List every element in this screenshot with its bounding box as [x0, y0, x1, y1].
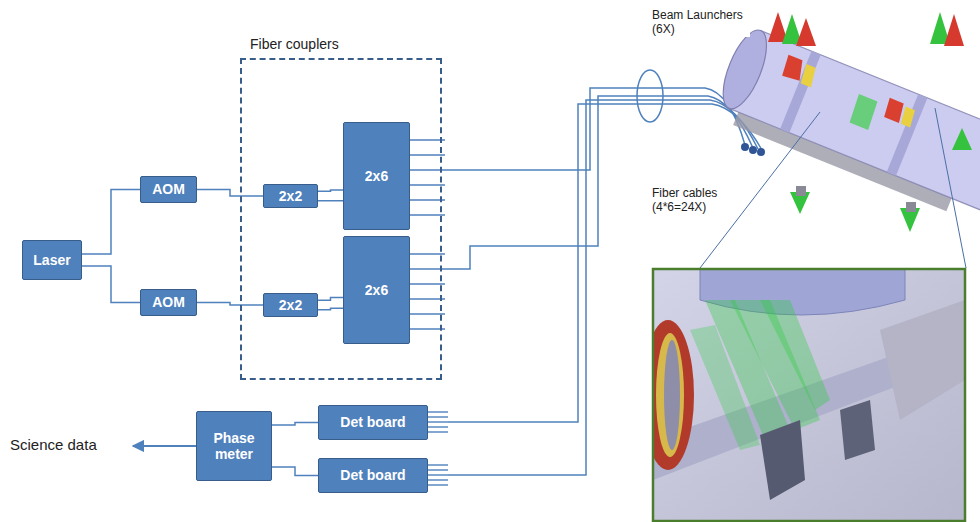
inset-view [840, 400, 875, 460]
detector-board-box: Det board [318, 458, 428, 493]
fiber-stub [410, 214, 445, 215]
aom-box: AOM [140, 289, 197, 316]
fiber-connector-line [272, 467, 318, 476]
fiber-connector-line [82, 266, 140, 303]
node-text: 2x6 [365, 168, 388, 184]
fiber-stub [410, 154, 445, 155]
node-text: Det board [340, 414, 405, 430]
fiber-stub [428, 431, 448, 432]
fiber-connector-line [318, 298, 343, 310]
node-text: 2x2 [279, 188, 302, 204]
inset-view [656, 333, 684, 457]
beam-launcher [796, 18, 816, 46]
inset-view [653, 269, 965, 521]
fiber-stub [410, 139, 445, 140]
inset-view [760, 300, 830, 410]
coupler-box: 2x6 [343, 122, 410, 230]
node-text: Det board [340, 467, 405, 483]
fiber-connector-line [318, 190, 343, 201]
fiber-stub [428, 484, 448, 485]
output-label: Science data [8, 436, 122, 454]
beam-launcher [944, 14, 964, 46]
node-text: AOM [152, 294, 185, 310]
inset-view [653, 320, 694, 470]
optical-bench-cylinder [780, 51, 821, 133]
fiber-stub [410, 184, 445, 185]
beam-launcher [952, 128, 972, 150]
optical-bench-cylinder [729, 30, 980, 220]
fiber-stub [428, 426, 448, 427]
coupler-group: Fiber couplers2x22x62x22x6 [240, 58, 442, 380]
fiber-connector-line [197, 190, 263, 197]
coupler-box: 2x2 [263, 184, 318, 208]
coupler-box: 2x2 [263, 293, 318, 317]
fiber-stub [428, 464, 448, 465]
fiber-stub [410, 199, 445, 200]
fiber-connector [749, 146, 757, 154]
coupler-box: 2x6 [343, 236, 410, 344]
output-arrow [133, 445, 196, 447]
fiber-stub [410, 313, 445, 314]
fiber-cable [445, 96, 753, 269]
node-text: 2x6 [365, 282, 388, 298]
fiber-connector [741, 143, 749, 151]
fiber-stub [428, 469, 448, 470]
fiber-stub [428, 411, 448, 412]
node-text: AOM [152, 181, 185, 197]
optical-bench-cylinder [714, 24, 775, 114]
fiber-connector-line [197, 303, 263, 306]
inset-view [880, 300, 965, 420]
leader-line [935, 108, 966, 268]
fiber-stub [428, 474, 448, 475]
node-text: Fiber couplers [248, 36, 341, 52]
optical-bench-cylinder [848, 94, 880, 130]
fiber-connector [757, 148, 765, 156]
optical-bench-cylinder [799, 64, 819, 87]
inset-view [760, 420, 805, 500]
inset-frame [653, 269, 965, 521]
node-text: 2x2 [279, 297, 302, 313]
phase-meter-box: Phase meter [196, 411, 272, 481]
part-label: Fiber cables (4*6=24X) [650, 186, 732, 215]
fiber-stub [410, 169, 445, 170]
inset-view [653, 269, 965, 521]
fiber-stub [410, 283, 445, 284]
fiber-connector-line [272, 423, 318, 426]
node-text: Laser [33, 252, 70, 268]
fiber-stub [410, 253, 445, 254]
fiber-stub [428, 479, 448, 480]
beam-launcher [906, 202, 916, 212]
fiber-stub [428, 416, 448, 417]
fiber-stub [428, 421, 448, 422]
fiber-connector [741, 143, 765, 156]
part-label: Beam Launchers (6X) [650, 8, 750, 37]
inset-view [664, 340, 680, 450]
beam-launcher [768, 12, 972, 232]
node-text: Phase meter [201, 430, 267, 462]
detector-board-box: Det board [318, 405, 428, 440]
fiber-stub [410, 328, 445, 329]
fiber-stub [410, 268, 445, 269]
fiber-stub [410, 298, 445, 299]
laser-box: Laser [22, 240, 82, 280]
optical-bench-cylinder [899, 106, 917, 127]
beam-launcher [796, 186, 806, 196]
leader-line [700, 108, 966, 268]
inset-view [690, 325, 760, 450]
fiber-cable [637, 70, 663, 122]
fiber-connector-line [82, 190, 140, 255]
aom-box: AOM [140, 176, 197, 203]
